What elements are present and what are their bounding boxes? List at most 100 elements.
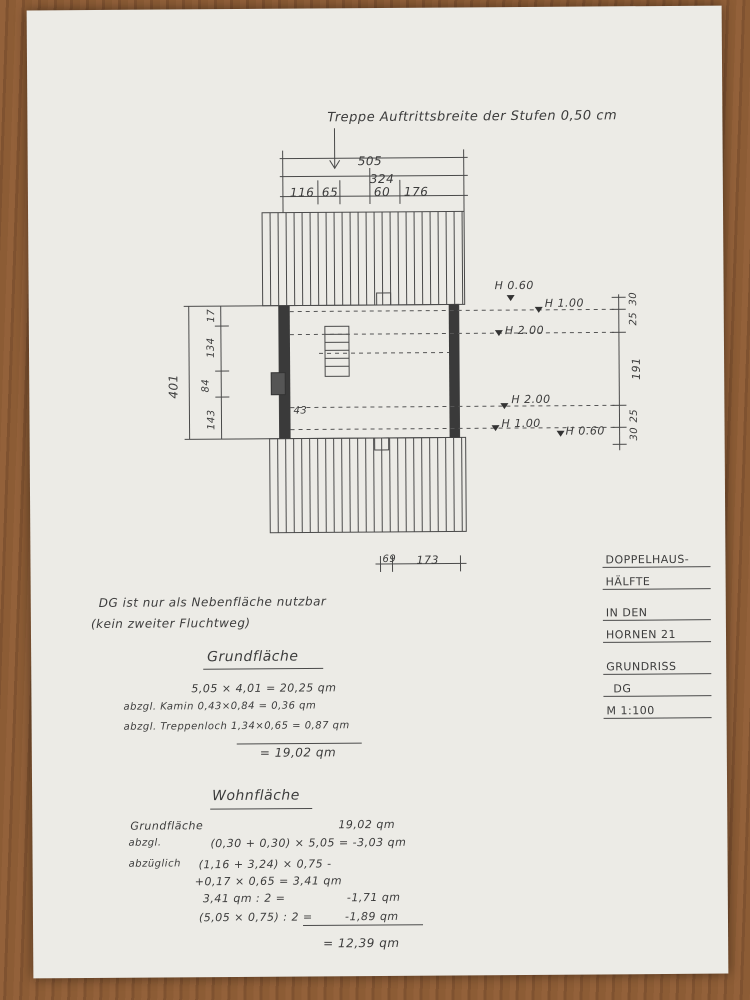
wohnflaeche-row-5-result: -1,71 qm [346,890,401,905]
hatch-line [421,211,424,305]
dimension-right [611,294,627,451]
hatch-line [461,437,463,532]
dim-right-seg-2: 25 [628,311,640,326]
hatch-line [445,437,447,532]
dim-left-total: 401 [166,374,181,399]
hatch-line [317,212,320,306]
roof-hatch-bottom [269,436,467,534]
hatch-line [437,211,440,305]
hatch-line [309,438,311,533]
title-line-3: IN DEN [605,606,648,620]
dim-right-seg-3: 191 [629,357,643,380]
wohnflaeche-row-2-label: abzgl. [128,837,162,849]
wohnflaeche-row-3-value: (1,16 + 3,24) × 0,75 - [198,857,332,872]
height-markers [491,295,565,437]
hatch-line [285,212,288,306]
roof-hatch-top [261,210,466,307]
hatch-line [429,437,431,532]
hatch-line [357,212,360,306]
height-label-2: H 1.00 [544,296,584,310]
hatch-line [437,437,439,532]
wohnflaeche-row-5-value: 3,41 qm : 2 = [202,891,286,906]
hatch-line [445,211,448,305]
dim-left-seg-1: 17 [206,308,218,323]
dimension-left [183,305,280,440]
hatch-line [397,211,400,305]
dim-top-sub: 324 [369,171,395,187]
hatch-line [293,212,296,306]
grundflaeche-row-2: abzgl. Kamin 0,43×0,84 = 0,36 qm [123,700,317,713]
title-line-6: DG [613,682,632,696]
grundflaeche-row-3: abzgl. Treppenloch 1,34×0,65 = 0,87 qm [123,720,350,733]
hatch-line [309,212,312,306]
grundflaeche-heading: Grundfläche [207,648,299,666]
hatch-line [373,438,375,533]
dim-right-seg-5: 30 [628,426,641,441]
wall-right [448,304,460,438]
title-line-5: GRUNDRISS [606,659,677,674]
grundflaeche-result: = 19,02 qm [259,745,337,760]
height-label-5: H 1.00 [501,416,541,431]
wohnflaeche-row-4-value: +0,17 × 0,65 = 3,41 qm [194,874,343,889]
wohnflaeche-row-2-value: (0,30 + 0,30) × 5,05 = -3,03 qm [210,835,407,851]
hatch-line [325,438,327,533]
dim-top-seg-1: 116 [289,185,315,200]
note-line-1: DG ist nur als Nebenfläche nutzbar [98,594,327,610]
drawing-sheet: Treppe Auftrittsbreite der Stufen 0,50 c… [26,5,729,979]
height-label-4: H 2.00 [511,392,551,407]
hatch-line [373,212,376,306]
wohnflaeche-row-1-label: Grundfläche [130,819,204,833]
hatch-line [405,437,407,532]
hatch-line [277,212,280,306]
stair-hole [324,325,350,377]
hatch-line [317,438,319,533]
hatch-line [325,212,328,306]
hatch-line [341,212,344,306]
hatch-line [429,211,432,305]
hatch-line [269,212,272,306]
hatch-line [413,437,415,532]
dim-right-seg-4: 25 [628,408,640,423]
dim-left-seg-3: 84 [200,378,212,393]
title-block-lines [602,566,712,719]
hatch-line [365,438,367,533]
hatch-line [389,211,392,305]
hatch-line [333,438,335,533]
dim-bottom-seg-2: 173 [416,553,440,567]
hatch-line [349,438,351,533]
hatch-line [389,437,391,532]
note-line-2: (kein zweiter Fluchtweg) [90,615,251,632]
wohnflaeche-heading: Wohnfläche [212,787,300,805]
title-line-2: HÄLFTE [605,575,651,589]
dim-top-seg-4: 176 [403,184,429,199]
room-outline [278,303,461,440]
wohnflaeche-result: = 12,39 qm [323,935,400,951]
dim-left-seg-2: 134 [205,337,217,358]
hatch-line [341,438,343,533]
hatch-line [421,437,423,532]
hatch-line [293,438,295,533]
grundflaeche-row-1: 5,05 × 4,01 = 20,25 qm [191,681,337,696]
hatch-line [365,212,368,306]
floor-plan-drawing [183,128,712,927]
height-label-6: H 0.60 [565,424,605,438]
dimension-top [279,128,468,213]
hatch-line [301,438,303,533]
hatch-line [405,211,408,305]
dim-top-seg-2: 65 [321,185,339,200]
hatch-line [461,211,464,305]
height-label-3: H 2.00 [504,323,545,338]
dim-top-seg-3: 60 [373,184,391,200]
dimension-bottom [375,555,467,572]
hatch-line [333,212,336,306]
hatch-line [301,212,304,306]
wohnflaeche-row-6-value: (5,05 × 0,75) : 2 = [198,910,313,925]
dim-left-seg-4: 143 [206,409,218,430]
wohnflaeche-row-6-result: -1,89 qm [344,909,399,924]
title-line-7: M 1:100 [606,704,655,718]
hatch-line [453,211,456,305]
hatch-line [381,437,383,532]
stair-note: Treppe Auftrittsbreite der Stufen 0,50 c… [327,108,618,126]
title-line-1: DOPPELHAUS- [605,552,690,567]
dim-bottom-seg-1: 69 [382,553,397,565]
